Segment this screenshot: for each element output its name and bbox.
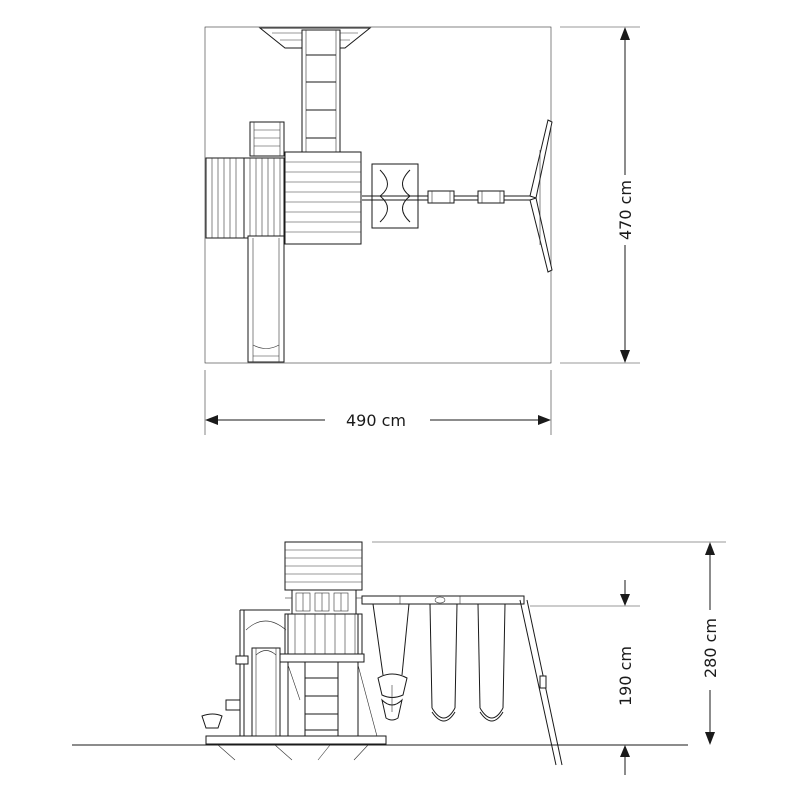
side-swing-1 [429,603,458,722]
side-view: 190 cm 280 cm [72,541,726,775]
total-height-dimension: 280 cm [701,542,720,745]
side-slide [251,647,281,739]
top-view: 470 cm 490 cm [204,26,640,435]
depth-label: 470 cm [616,180,635,240]
width-label: 490 cm [346,411,406,430]
swing-beam-top [362,190,530,204]
main-roof-top [284,151,362,245]
depth-dimension: 470 cm [560,26,640,364]
platform-height-label: 190 cm [616,646,635,706]
side-left-tower [235,609,290,740]
top-view-frame [204,26,552,364]
side-swing-beam [361,595,563,766]
side-swing-2 [477,603,506,722]
side-tower [279,613,365,740]
a-frame-top [529,119,553,273]
platform-height-dimension: 190 cm [616,580,635,775]
ground-stakes [217,744,369,761]
slide-top [247,235,285,363]
side-seat [201,699,387,745]
width-dimension: 490 cm [204,370,552,435]
deck-left [243,157,285,239]
side-ladder [287,662,379,741]
side-upper-panel [285,589,372,615]
side-glider [372,603,410,721]
side-roof [284,541,363,591]
total-height-label: 280 cm [701,618,720,678]
rear-ladder [249,121,285,157]
left-wall [205,157,245,239]
top-ladder [301,29,341,153]
